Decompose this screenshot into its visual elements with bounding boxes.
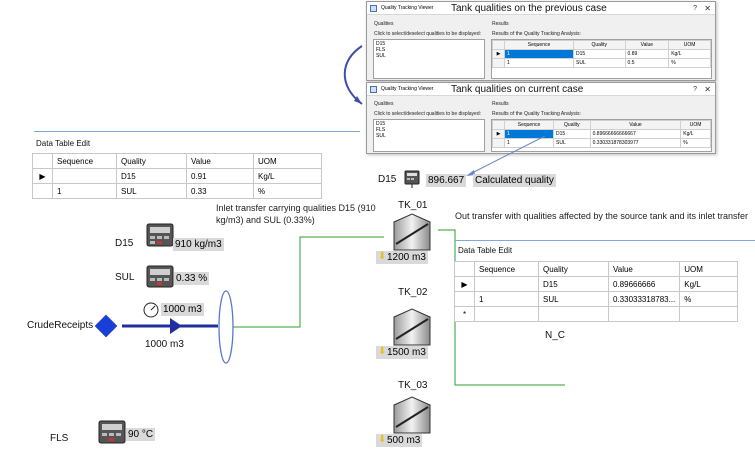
sul-value: 0.33 % [174, 272, 210, 285]
dte-right-grid[interactable]: Sequence Quality Value UOM ▶ 1 D15 0.896… [454, 261, 739, 322]
tank-name: TK_02 [398, 287, 428, 298]
tank-volume: 1500 m3 [376, 346, 428, 359]
window-title: Quality Tracking Viewer [381, 86, 434, 92]
col-quality[interactable]: Quality [538, 261, 609, 277]
col-uom[interactable]: UOM [679, 261, 739, 277]
qualities-hint: Click to select/deselect qualities to be… [374, 31, 482, 37]
qualities-label: Qualities [374, 101, 394, 107]
warning-arrow-icon: ⬇ [378, 346, 387, 357]
table-new-row[interactable]: * [454, 306, 739, 322]
window-title: Quality Tracking Viewer [381, 5, 434, 11]
calc-quality-value: 896.667 [426, 174, 467, 187]
results-label: Results [492, 21, 509, 27]
tank-volume: 500 m3 [376, 434, 423, 447]
crude-receipts-label: CrudeReceipts [27, 320, 94, 331]
table-row[interactable]: 1 SUL 0.330331878303977 % [492, 138, 711, 148]
results-hint: Results of the Quality Tracking Analysis… [492, 111, 581, 117]
row-pointer-icon: ▶ [32, 168, 53, 184]
outlet-node-label: N_C [545, 330, 566, 341]
quality-item[interactable]: FLS [376, 47, 386, 53]
table-row[interactable]: 1 SUL 0.5 % [492, 58, 711, 68]
d15-label: D15 [115, 238, 134, 249]
calc-quality-caption: Calculated quality [473, 174, 556, 187]
tank-icon[interactable] [392, 212, 432, 252]
app-icon [370, 86, 377, 93]
fls-meter-icon[interactable] [98, 420, 126, 446]
col-value[interactable]: Value [186, 153, 254, 169]
qualities-list[interactable]: D15 FLS SUL [373, 39, 485, 79]
quality-viewer-previous: Quality Tracking Viewer ? ✕ Tank qualiti… [366, 1, 716, 81]
warning-arrow-icon: ⬇ [378, 251, 387, 262]
flow-total-label: 1000 m3 [145, 339, 184, 350]
inlet-annotation: Inlet transfer carrying qualities D15 (9… [216, 203, 376, 225]
close-icon[interactable]: ✕ [704, 85, 711, 94]
qualities-label: Qualities [374, 21, 394, 27]
dte-left-divider [34, 131, 360, 132]
qualities-list[interactable]: D15 FLS SUL [373, 119, 485, 152]
viewer-link-arrowhead [354, 96, 362, 104]
callout-line [469, 135, 546, 175]
fls-value: 90 °C [126, 428, 156, 441]
tank-volume: 1200 m3 [376, 251, 428, 264]
col-sequence[interactable]: Sequence [52, 153, 117, 169]
quality-item[interactable]: SUL [376, 133, 386, 139]
dte-right-title: Data Table Edit [458, 246, 513, 255]
col-value[interactable]: Value [607, 261, 681, 277]
flow-value: 1000 m3 [161, 303, 204, 316]
feed-arrow-icon [170, 318, 182, 334]
table-row[interactable]: ▶ 1 D15 0.89666666 Kg/L [454, 276, 739, 292]
col-uom[interactable]: UOM [253, 153, 322, 169]
viewer-titlebar: Quality Tracking Viewer ? ✕ [367, 2, 715, 15]
results-grid[interactable]: Sequence Quality Value UOM ▶ 1 D15 0.89 … [491, 39, 712, 79]
col-sequence[interactable]: Sequence [474, 261, 539, 277]
tank-name: TK_03 [398, 380, 428, 391]
help-icon[interactable]: ? [693, 5, 697, 12]
new-row-marker: * [454, 306, 475, 322]
tank-icon[interactable] [392, 395, 432, 435]
viewer-titlebar: Quality Tracking Viewer ? ✕ [367, 83, 715, 96]
col-quality[interactable]: Quality [116, 153, 187, 169]
results-label: Results [492, 101, 509, 107]
qualities-hint: Click to select/deselect qualities to be… [374, 111, 482, 117]
tank-icon[interactable] [392, 307, 432, 347]
tank-name: TK_01 [398, 200, 428, 211]
dte-left-grid[interactable]: Sequence Quality Value UOM ▶ 1 D15 0.91 … [32, 153, 322, 199]
dte-right-divider [455, 240, 755, 241]
d15-meter-icon[interactable] [146, 223, 174, 249]
close-icon[interactable]: ✕ [704, 4, 711, 13]
sul-meter-icon[interactable] [146, 265, 174, 289]
table-row[interactable]: 1 SUL 0.33 % [32, 183, 322, 199]
help-icon[interactable]: ? [693, 86, 697, 93]
sul-label: SUL [115, 272, 135, 283]
calc-meter-icon[interactable] [404, 170, 420, 188]
viewer-heading: Tank qualities on the previous case [451, 3, 607, 14]
inlet-transfer-line [233, 236, 384, 328]
quality-viewer-current: Quality Tracking Viewer ? ✕ Tank qualiti… [366, 82, 716, 154]
row-pointer-icon: ▶ [454, 276, 475, 292]
viewer-heading: Tank qualities on current case [451, 84, 584, 95]
quality-item[interactable]: D15 [376, 41, 386, 47]
quality-item[interactable]: D15 [376, 121, 386, 127]
results-hint: Results of the Quality Tracking Analysis… [492, 31, 581, 37]
fls-label: FLS [50, 433, 69, 444]
flow-gauge-icon[interactable] [142, 301, 160, 319]
table-row[interactable]: ▶ 1 D15 0.91 Kg/L [32, 168, 322, 184]
table-row[interactable]: 1 SUL 0.33033318783... % [454, 291, 739, 307]
quality-item[interactable]: SUL [376, 53, 386, 59]
viewer-link-arrow [343, 45, 363, 105]
d15-value: 910 kg/m3 [173, 238, 224, 251]
results-grid[interactable]: Sequence Quality Value UOM ▶ 1 D15 0.896… [491, 119, 712, 152]
app-icon [370, 5, 377, 12]
warning-arrow-icon: ⬇ [378, 434, 387, 445]
outlet-annotation: Out transfer with qualities affected by … [455, 211, 748, 221]
quality-item[interactable]: FLS [376, 127, 386, 133]
valve-ellipse [218, 290, 234, 364]
calc-quality-name: D15 [378, 174, 397, 185]
callout-arrowhead [466, 170, 475, 176]
dte-left-title: Data Table Edit [36, 139, 91, 148]
